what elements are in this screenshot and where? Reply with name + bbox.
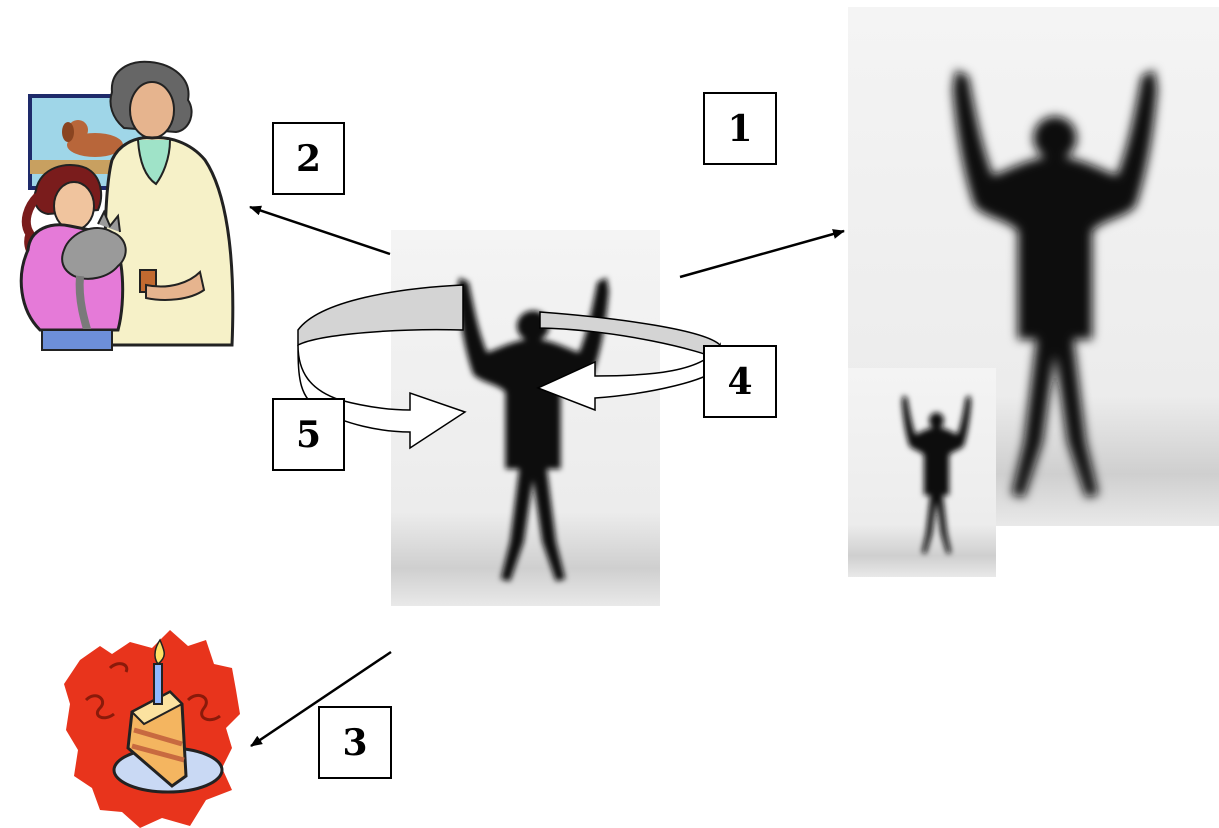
vet-clipart: [19, 60, 235, 351]
reduced-photo: [848, 368, 996, 577]
label-3: 3: [318, 706, 392, 779]
arrow-to-cake: [250, 650, 392, 748]
arrow-to-enlarged: [679, 229, 845, 279]
arrow-to-vet: [249, 205, 391, 256]
cake-clipart: [64, 630, 240, 828]
label-2: 2: [272, 122, 345, 195]
label-5: 5: [272, 398, 345, 471]
label-4: 4: [703, 345, 777, 418]
label-1: 1: [703, 92, 777, 165]
